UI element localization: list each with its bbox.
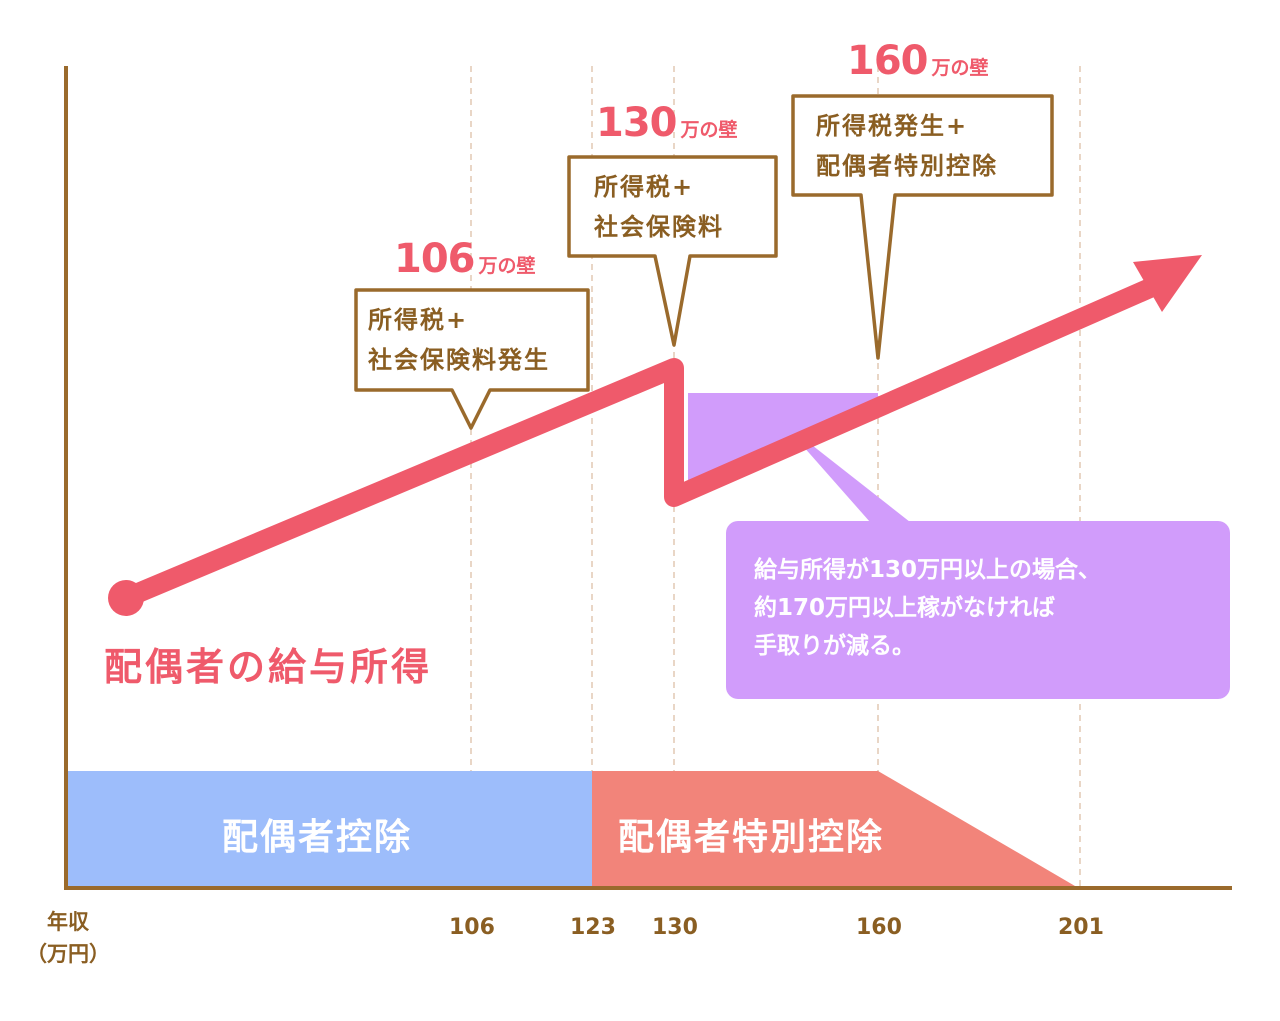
wall-160-number: 160 bbox=[847, 38, 928, 84]
tick-123: 123 bbox=[570, 915, 616, 940]
callout-160-line1: 所得税発生+ bbox=[816, 112, 969, 140]
callout-frames bbox=[354, 94, 1054, 430]
series-label: 配偶者の給与所得 bbox=[104, 645, 433, 689]
tick-201: 201 bbox=[1058, 915, 1104, 940]
line-start-dot bbox=[108, 580, 144, 616]
spouse-deduction-label: 配偶者控除 bbox=[222, 817, 413, 858]
x-axis-title-line2: （万円） bbox=[26, 942, 110, 966]
note-line1: 給与所得が130万円以上の場合、 bbox=[754, 557, 1102, 583]
note-line2: 約170万円以上稼がなければ bbox=[754, 595, 1056, 621]
spouse-deduction-band bbox=[66, 771, 592, 886]
wall-106-suffix: 万の壁 bbox=[478, 255, 536, 277]
tick-130: 130 bbox=[652, 915, 698, 940]
callout-130-line1: 所得税+ bbox=[594, 173, 695, 201]
callout-106-frame bbox=[354, 288, 590, 430]
callout-160-line2: 配偶者特別控除 bbox=[816, 152, 998, 180]
income-line bbox=[116, 278, 1160, 608]
note-box-bg bbox=[726, 521, 1230, 699]
callout-106: 所得税+ 社会保険料発生 bbox=[368, 300, 550, 380]
tick-160: 160 bbox=[856, 915, 902, 940]
wall-130-suffix: 万の壁 bbox=[680, 119, 738, 141]
callout-130: 所得税+ 社会保険料 bbox=[594, 167, 724, 247]
callout-160-frame bbox=[791, 94, 1054, 360]
special-spouse-deduction-band bbox=[592, 771, 1075, 886]
tick-106: 106 bbox=[449, 915, 495, 940]
callout-106-line2: 社会保険料発生 bbox=[368, 346, 550, 374]
x-axis-title: 年収 （万円） bbox=[26, 906, 110, 970]
special-spouse-deduction-label: 配偶者特別控除 bbox=[618, 817, 885, 858]
wall-160-suffix: 万の壁 bbox=[931, 57, 989, 79]
wall-106-number: 106 bbox=[394, 236, 475, 282]
wall-130-number: 130 bbox=[596, 100, 677, 146]
callout-130-frame bbox=[567, 155, 778, 347]
x-axis-title-line1: 年収 bbox=[47, 910, 89, 934]
callout-130-line2: 社会保険料 bbox=[594, 213, 724, 241]
arrow-head-icon bbox=[1133, 255, 1202, 312]
note-line3: 手取りが減る。 bbox=[754, 633, 915, 659]
callout-160: 所得税発生+ 配偶者特別控除 bbox=[816, 106, 998, 186]
callout-106-line1: 所得税+ bbox=[368, 306, 469, 334]
income-loss-note: 給与所得が130万円以上の場合、 約170万円以上稼がなければ 手取りが減る。 bbox=[754, 551, 1101, 665]
